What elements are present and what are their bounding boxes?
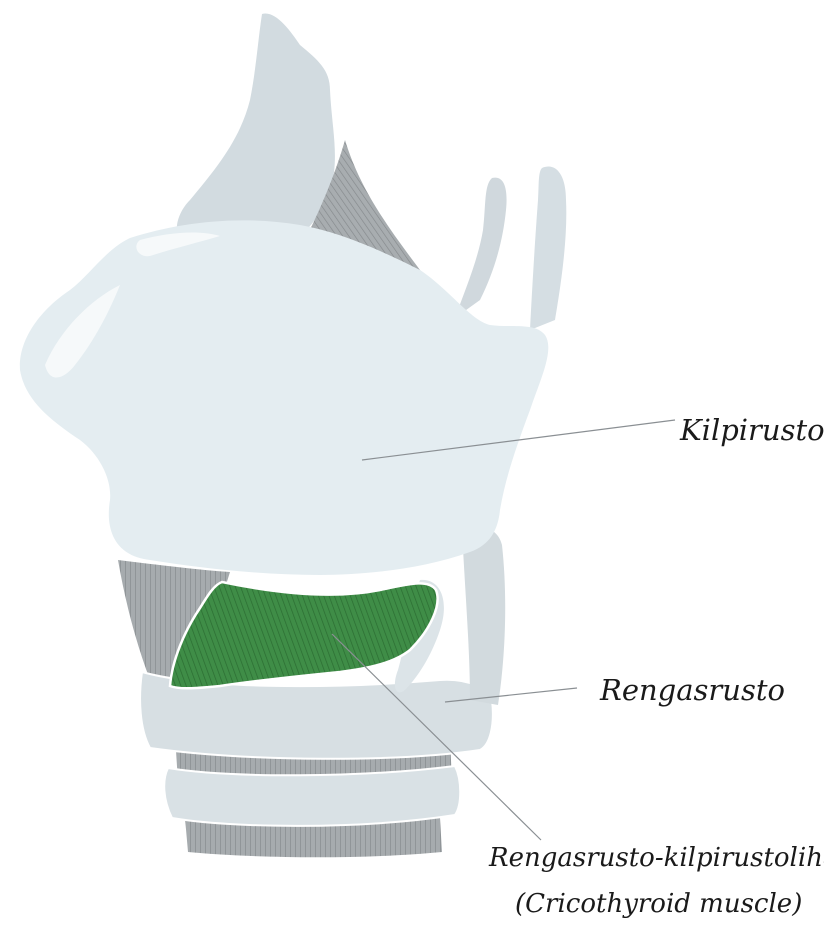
cricoid-right-lamina bbox=[462, 526, 505, 705]
trachea-cartilage-ring-1 bbox=[164, 766, 460, 826]
thyroid-cartilage-shape bbox=[20, 220, 548, 575]
superior-horn-right bbox=[530, 167, 566, 330]
superior-horn-inner bbox=[455, 178, 507, 318]
label-rengasrusto: Rengasrusto bbox=[599, 673, 785, 707]
label-cricothyroid-muscle-en: (Cricothyroid muscle) bbox=[515, 889, 802, 919]
label-kilpirusto: Kilpirusto bbox=[679, 413, 824, 447]
label-cricothyroid-muscle: Rengasrusto-kilpirustolihas bbox=[488, 843, 824, 873]
epiglottis-shape bbox=[177, 13, 335, 250]
